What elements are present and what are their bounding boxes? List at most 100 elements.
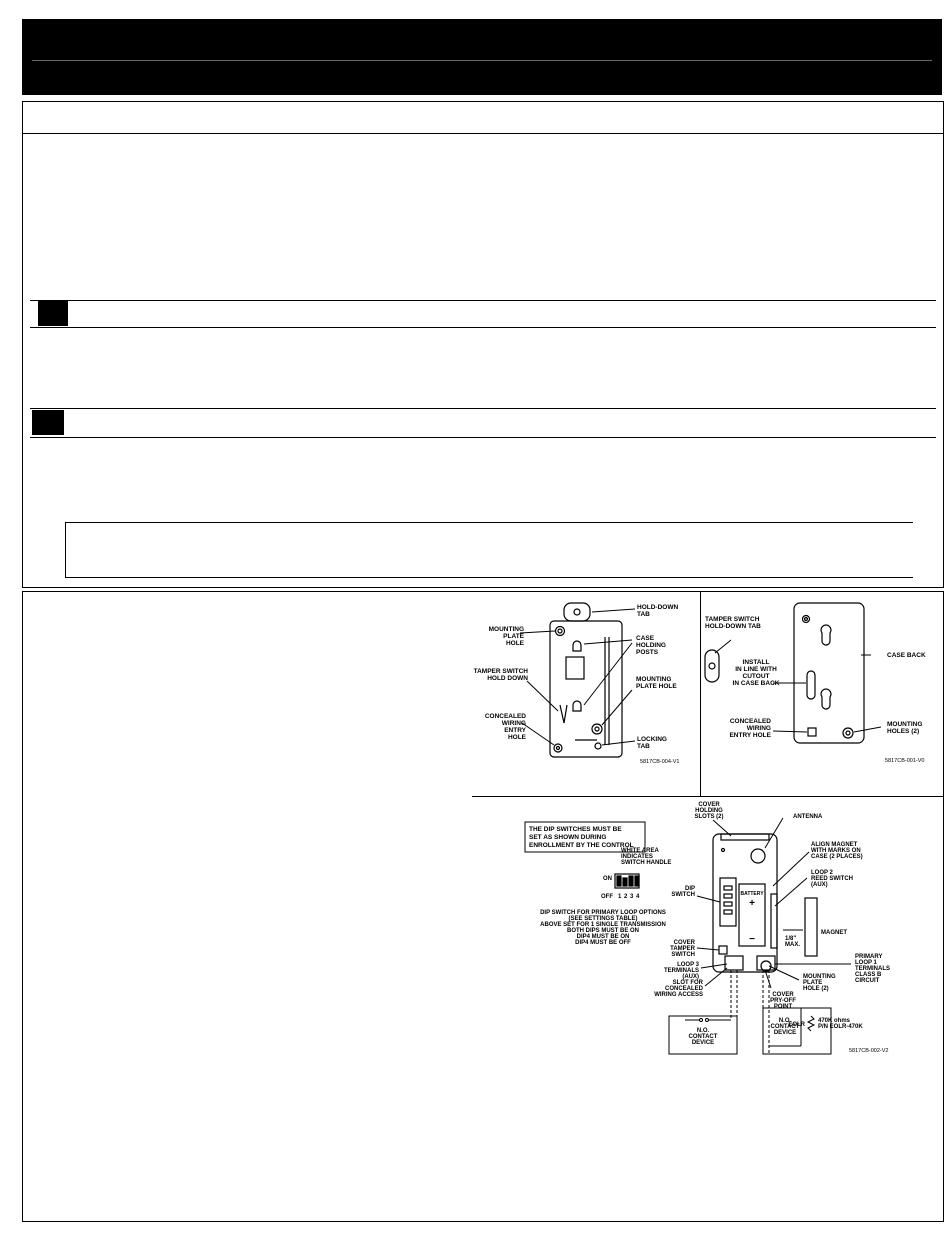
fig3-cover-tamper-2: TAMPER — [670, 946, 696, 952]
fig3-battery-brand: BATTERY — [740, 891, 764, 897]
fig1-mounting-plate-hole-right: MOUNTING — [636, 676, 671, 683]
fig3-loop3-terminals: LOOP 3 — [677, 962, 700, 968]
battery — [738, 883, 766, 947]
fig3-cover-tamper: COVER — [674, 940, 696, 946]
fig3-cover-holding-slots: COVER — [698, 802, 720, 808]
upper-section — [22, 101, 944, 588]
fig3-white-area: WHITE AREA — [621, 848, 659, 854]
fig1-mounting-plate-hole-left-2: PLATE — [503, 633, 524, 640]
header-bar — [22, 19, 942, 95]
fig3-primary-loop: PRIMARY — [855, 954, 882, 960]
figure-divider-horizontal — [472, 796, 943, 797]
fig3-slot-concealed-3: WIRING ACCESS — [654, 992, 703, 998]
fig1-locking-tab: LOCKING — [637, 736, 667, 743]
fig3-cover-pry-off-2: PRY-OFF — [770, 998, 796, 1004]
fig2-code: 5817CB-001-V0 — [885, 758, 924, 764]
dip-note-box — [524, 821, 646, 853]
fig1-case-holding-posts-3: POSTS — [636, 649, 659, 656]
fig3-align-magnet-3: CASE (2 PLACES) — [811, 854, 863, 860]
fig3-white-area-3: SWITCH HANDLE — [621, 860, 671, 866]
fig3-note-line1: THE DIP SWITCHES MUST BE — [529, 826, 622, 833]
fig3-align-magnet: ALIGN MAGNET — [811, 842, 858, 848]
fig3-dip-note-3: ABOVE SET FOR 1 SINGLE TRANSMISSION — [540, 922, 666, 928]
fig2-tamper-hold-down-tab-2: HOLD-DOWN TAB — [705, 623, 761, 630]
fig3-loop-reed-switch-2: REED SWITCH — [811, 876, 853, 882]
figure-divider-vertical — [700, 592, 701, 797]
fig2-install-in-line-4: IN CASE BACK — [733, 680, 780, 687]
fig3-dip-num-4: 4 — [636, 894, 640, 900]
fig3-mounting-plate-holes-3: HOLE (2) — [803, 986, 829, 992]
no-contact-box-left — [668, 1015, 738, 1055]
fig3-no-contact-right-3: DEVICE — [774, 1030, 796, 1036]
fig2-tamper-hold-down-tab: TAMPER SWITCH — [705, 616, 760, 623]
fig1-mounting-plate-hole-left-3: HOLE — [506, 640, 525, 647]
section-rule-2 — [30, 300, 936, 301]
fig3-dip-num-1: 1 — [618, 894, 622, 900]
case-back-outline — [793, 602, 865, 744]
fig3-cover-pry-off-3: POINT — [774, 1004, 793, 1010]
fig3-code: 5817CB-002-V2 — [849, 1048, 888, 1054]
section-rule-5 — [30, 437, 936, 438]
fig3-primary-loop-5: CIRCUIT — [855, 978, 880, 984]
section-rule-4 — [30, 408, 936, 409]
figure-mounting-plate: HOLD-DOWN TAB MOUNTING PLATE HOLE CASE H… — [474, 602, 679, 765]
fig2-install-in-line-2: IN LINE WITH — [735, 666, 777, 673]
lower-section — [22, 591, 944, 1222]
fig3-gap-2: MAX. — [785, 942, 800, 948]
fig3-antenna: ANTENNA — [793, 814, 823, 820]
figure-case-back: TAMPER SWITCH HOLD-DOWN TAB INSTALL IN L… — [704, 602, 926, 764]
fig1-concealed-wiring-4: HOLE — [508, 734, 527, 741]
fig2-mounting-holes: MOUNTING — [887, 721, 922, 728]
hold-down-tab-shape — [563, 602, 591, 622]
fig3-loop-reed-switch-3: (AUX) — [811, 882, 828, 888]
fig1-concealed-wiring-3: ENTRY — [504, 727, 526, 734]
section-rule-3 — [30, 327, 936, 328]
fig3-primary-loop-4: CLASS B — [855, 972, 882, 978]
fig1-hold-down-label-2: TAB — [637, 611, 650, 618]
fig3-eolr-value-2: P/N EOLR-470K — [818, 1024, 863, 1030]
fig3-eolr: EOLR — [788, 1022, 805, 1028]
fig3-dip-on: ON — [603, 876, 612, 882]
fig3-note-line3: ENROLLMENT BY THE CONTROL — [529, 842, 634, 849]
fig2-mounting-holes-2: HOLES (2) — [887, 728, 919, 735]
fig3-no-contact-left-2: CONTACT — [689, 1034, 718, 1040]
fig3-battery-plus: + — [749, 898, 755, 909]
fig3-dip-note-1: DIP SWITCH FOR PRIMARY LOOP OPTIONS — [540, 910, 666, 916]
fig1-mounting-plate-hole-left: MOUNTING — [489, 626, 524, 633]
fig3-dip-switch-2: SWITCH — [671, 892, 695, 898]
fig1-tamper-hold-down: TAMPER SWITCH — [474, 668, 529, 675]
fig3-no-contact-right: N.O. — [779, 1018, 792, 1024]
fig3-loop3-terminals-2: TERMINALS — [664, 968, 699, 974]
fig3-magnet: MAGNET — [821, 930, 847, 936]
fig1-code: 5817CB-004-V1 — [640, 759, 679, 765]
fig2-concealed-wiring-3: ENTRY HOLE — [729, 732, 771, 739]
fig3-dip-note-2: (SEE SETTINGS TABLE) — [569, 916, 638, 922]
fig3-mounting-plate-holes-2: PLATE — [803, 980, 822, 986]
fig3-no-contact-left: N.O. — [697, 1028, 710, 1034]
fig2-install-in-line-3: CUTOUT — [743, 673, 770, 680]
fig3-dip-off: OFF — [601, 894, 613, 900]
step-marker-2 — [32, 410, 64, 435]
keyhole-top — [820, 624, 832, 646]
section-rule-top — [23, 133, 943, 134]
fig1-tamper-hold-down-2: HOLD DOWN — [487, 675, 528, 682]
transmitter-case — [712, 833, 778, 973]
fig1-case-holding-posts-2: HOLDING — [636, 642, 666, 649]
fig1-mounting-plate-hole-right-2: PLATE HOLE — [636, 683, 677, 690]
fig1-concealed-wiring: CONCEALED — [485, 713, 526, 720]
fig3-cover-tamper-3: SWITCH — [671, 952, 695, 958]
fig3-white-area-2: INDICATES — [621, 854, 653, 860]
note-box — [65, 522, 913, 578]
fig1-locking-tab-2: TAB — [637, 743, 650, 750]
fig1-hold-down-label: HOLD-DOWN — [637, 604, 678, 611]
magnet-shape — [804, 897, 818, 957]
fig3-slot-concealed: SLOT FOR — [673, 980, 704, 986]
step-marker-1 — [38, 301, 68, 326]
fig3-no-contact-left-3: DEVICE — [692, 1040, 714, 1046]
fig3-primary-loop-2: LOOP 1 — [855, 960, 878, 966]
fig3-note-line2: SET AS SHOWN DURING — [529, 834, 606, 841]
fig2-case-back: CASE BACK — [887, 652, 926, 659]
fig3-gap: 1/8" — [785, 936, 796, 942]
tamper-hold-down-tab-shape — [704, 649, 720, 683]
fig3-slot-concealed-2: CONCEALED — [665, 986, 704, 992]
